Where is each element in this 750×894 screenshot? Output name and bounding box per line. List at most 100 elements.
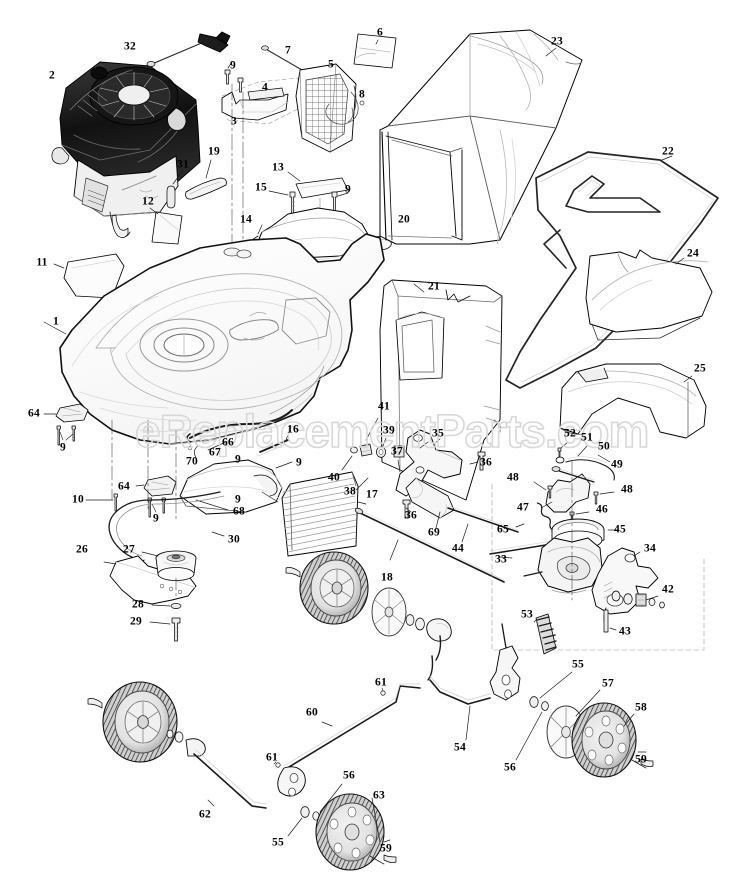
callout-63: 63 bbox=[373, 789, 385, 802]
callout-14: 14 bbox=[240, 213, 252, 226]
part-fasteners-36 bbox=[402, 451, 486, 519]
part-bracket-3-4 bbox=[221, 61, 301, 251]
callout-45: 45 bbox=[614, 523, 626, 536]
callout-49: 49 bbox=[611, 458, 623, 471]
callout-38: 38 bbox=[344, 485, 356, 498]
callout-27: 27 bbox=[123, 543, 135, 556]
part-cam-plate-34 bbox=[591, 547, 659, 615]
callout-42: 42 bbox=[662, 583, 674, 596]
callout-30: 30 bbox=[228, 533, 240, 546]
part-hardware-64-right bbox=[111, 419, 177, 521]
part-wheel-lower-left bbox=[87, 681, 184, 763]
callout-20: 20 bbox=[398, 213, 410, 226]
callout-51: 51 bbox=[581, 431, 593, 444]
part-rod-33 bbox=[489, 540, 553, 559]
part-chute-24 bbox=[585, 249, 713, 341]
callout-8: 8 bbox=[359, 88, 365, 101]
part-grill-5 bbox=[295, 63, 357, 153]
callout-67: 67 bbox=[209, 446, 221, 459]
callout-5: 5 bbox=[328, 58, 334, 71]
callout-69: 69 bbox=[428, 526, 440, 539]
callout-54: 54 bbox=[454, 741, 466, 754]
callout-17: 17 bbox=[366, 488, 378, 501]
callout-50: 50 bbox=[598, 440, 610, 453]
callout-2: 2 bbox=[49, 69, 55, 82]
callout-13: 13 bbox=[272, 161, 284, 174]
callout-28: 28 bbox=[132, 598, 144, 611]
callout-56: 56 bbox=[504, 761, 516, 774]
callout-40: 40 bbox=[328, 471, 340, 484]
part-deflector-25 bbox=[559, 363, 707, 439]
part-cable-8 bbox=[325, 91, 365, 125]
callout-4: 4 bbox=[262, 81, 268, 94]
callout-9: 9 bbox=[345, 183, 351, 196]
callout-39: 39 bbox=[383, 424, 395, 437]
callout-9: 9 bbox=[296, 456, 302, 469]
callout-16: 16 bbox=[287, 423, 299, 436]
callout-41: 41 bbox=[378, 400, 390, 413]
callout-29: 29 bbox=[130, 615, 142, 628]
callout-64: 64 bbox=[118, 480, 130, 493]
callout-64: 64 bbox=[28, 407, 40, 420]
callout-24: 24 bbox=[687, 247, 699, 260]
callout-46: 46 bbox=[596, 503, 608, 516]
part-bracket-35 bbox=[395, 429, 463, 497]
callout-26: 26 bbox=[76, 543, 88, 556]
part-transmission-assembly bbox=[523, 441, 621, 601]
callout-58: 58 bbox=[635, 701, 647, 714]
part-drive-wheel-63 bbox=[315, 793, 397, 871]
part-hardware-28-29 bbox=[149, 603, 182, 642]
callout-61: 61 bbox=[266, 751, 278, 764]
part-skirt-68 bbox=[179, 459, 293, 515]
callout-15: 15 bbox=[255, 181, 267, 194]
part-rack-53 bbox=[533, 613, 557, 655]
callout-36: 36 bbox=[480, 456, 492, 469]
callout-48: 48 bbox=[507, 471, 519, 484]
callout-44: 44 bbox=[452, 542, 464, 555]
callout-7: 7 bbox=[285, 44, 291, 57]
part-wheel-upper-mid bbox=[285, 551, 369, 625]
callout-33: 33 bbox=[495, 553, 507, 566]
part-bracket-19 bbox=[185, 159, 227, 200]
callout-62: 62 bbox=[199, 808, 211, 821]
callout-56: 56 bbox=[343, 769, 355, 782]
callout-65: 65 bbox=[497, 523, 509, 536]
callout-61: 61 bbox=[375, 676, 387, 689]
callout-34: 34 bbox=[644, 542, 656, 555]
callout-9: 9 bbox=[153, 512, 159, 525]
part-deck-1 bbox=[43, 233, 385, 445]
callout-9: 9 bbox=[60, 441, 66, 454]
callout-70: 70 bbox=[186, 455, 198, 468]
callout-59: 59 bbox=[635, 753, 647, 766]
callout-3: 3 bbox=[231, 115, 237, 128]
part-sleeve-69 bbox=[405, 477, 519, 543]
part-brace-16 bbox=[257, 429, 291, 457]
part-linkage-right-lower bbox=[427, 623, 654, 778]
callout-55: 55 bbox=[272, 836, 284, 849]
callout-48: 48 bbox=[621, 483, 633, 496]
part-control-rod bbox=[146, 31, 231, 67]
part-braces-66-67 bbox=[186, 409, 293, 459]
part-rod-7 bbox=[261, 45, 303, 71]
part-linkage-lower bbox=[185, 683, 421, 837]
callout-23: 23 bbox=[551, 35, 563, 48]
part-plate-12 bbox=[149, 207, 183, 245]
callout-25: 25 bbox=[694, 362, 706, 375]
callout-68: 68 bbox=[233, 505, 245, 518]
part-pin-31 bbox=[166, 169, 184, 209]
callout-18: 18 bbox=[381, 571, 393, 584]
callout-6: 6 bbox=[377, 26, 383, 39]
part-pulley-27 bbox=[141, 550, 197, 597]
part-flap-17 bbox=[281, 471, 367, 557]
callout-43: 43 bbox=[619, 625, 631, 638]
callout-66: 66 bbox=[222, 436, 234, 449]
callout-57: 57 bbox=[602, 677, 614, 690]
callout-12: 12 bbox=[142, 195, 154, 208]
callout-9: 9 bbox=[230, 59, 236, 72]
callout-11: 11 bbox=[36, 256, 48, 269]
part-hardware-42-43 bbox=[491, 483, 705, 651]
callout-32: 32 bbox=[124, 40, 136, 53]
part-gear-mid bbox=[371, 587, 452, 661]
callout-31: 31 bbox=[177, 158, 189, 171]
